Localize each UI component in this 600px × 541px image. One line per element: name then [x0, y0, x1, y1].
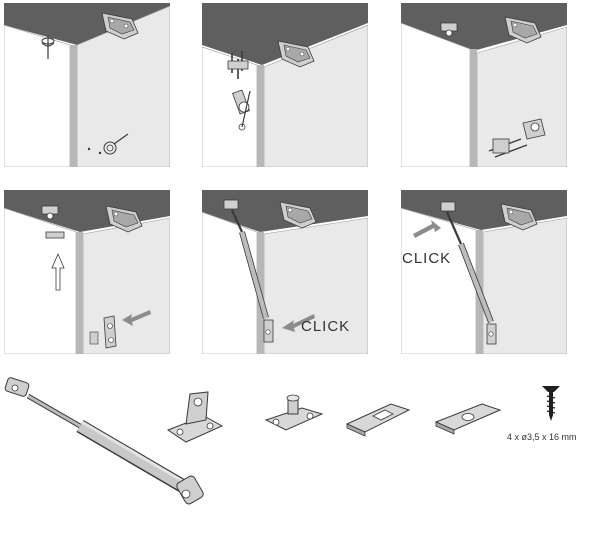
- click-callout: CLICK: [402, 250, 452, 267]
- step-4-panel: [4, 190, 170, 354]
- screw-icon: [542, 386, 560, 421]
- cabinet-bracket-mounted: [89, 315, 117, 349]
- cabinet-bracket-install: [488, 118, 546, 158]
- gas-strut-part: [4, 377, 204, 505]
- bracket-screws: [227, 51, 249, 79]
- hinge-mechanism: [500, 203, 538, 231]
- click-callout: CLICK: [301, 318, 351, 335]
- left-arrow: [122, 310, 151, 326]
- cover-cap-part: [345, 403, 411, 437]
- drill-template-bottom: [87, 133, 129, 155]
- gas-strut-installed: [440, 201, 497, 345]
- door-stud: [232, 89, 251, 131]
- step-1-panel: [4, 3, 170, 167]
- right-arrow: [413, 220, 441, 238]
- screw-spec-label: 4 x ø3,5 x 16 mm: [507, 432, 577, 442]
- door-stud-mounted: [41, 205, 59, 220]
- hinge-mechanism: [105, 205, 143, 233]
- hinge-mechanism: [279, 201, 317, 229]
- step-5-panel: CLICK: [202, 190, 368, 354]
- cabinet-bracket-part: [166, 391, 224, 443]
- hinge-mechanism: [277, 40, 315, 68]
- step-3-panel: [401, 3, 567, 167]
- gas-strut-installed: [223, 199, 274, 343]
- step-2-panel: [202, 3, 368, 167]
- hinge-mechanism: [504, 16, 542, 44]
- up-arrow: [51, 252, 65, 291]
- step-6-panel: CLICK: [401, 190, 567, 354]
- mounting-plate-part: [434, 403, 502, 435]
- door-stud-mounted: [440, 22, 458, 37]
- hinge-mechanism: [101, 12, 139, 40]
- cover-cap-piece: [45, 231, 65, 239]
- drill-template-top: [41, 35, 55, 59]
- left-arrow: [282, 314, 315, 332]
- door-stud-plate-part: [264, 394, 324, 431]
